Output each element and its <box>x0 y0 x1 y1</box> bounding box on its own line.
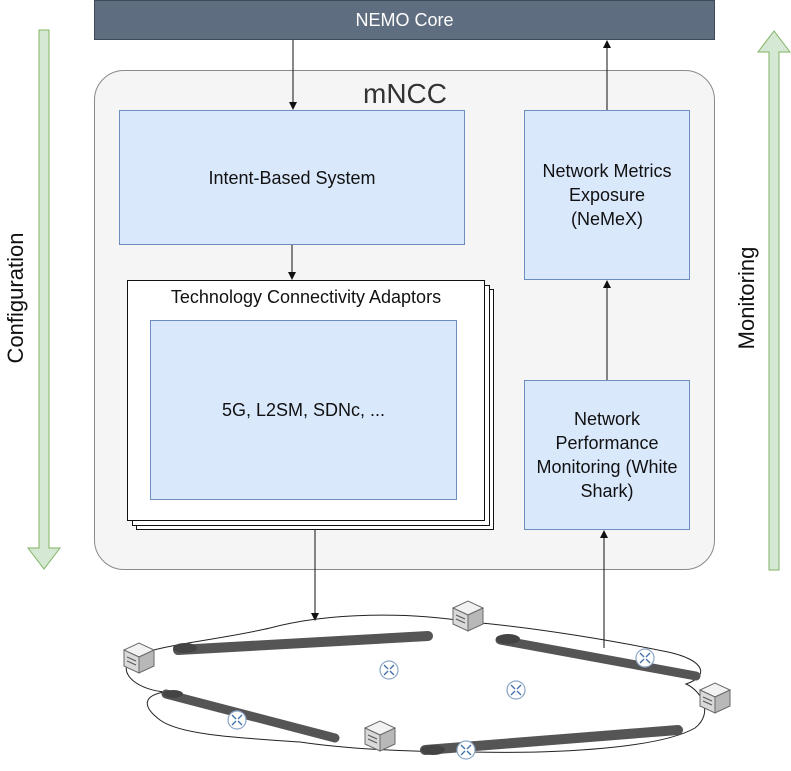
tca-inner-label: 5G, L2SM, SDNc, ... <box>221 400 386 420</box>
intent-based-system-label: Intent-Based System <box>208 167 376 188</box>
router-icon <box>456 740 476 760</box>
link-cap <box>163 690 183 698</box>
network-cloud <box>125 614 706 753</box>
server-icon <box>698 682 732 714</box>
router-icon <box>635 648 655 668</box>
router-icon <box>227 710 247 730</box>
nemo-core-bar: NEMO Core <box>94 0 715 40</box>
mncc-title: mNCC <box>363 78 447 109</box>
server-icon <box>122 642 156 674</box>
nemo-core-label: NEMO Core <box>355 9 454 30</box>
link-cap <box>173 643 197 653</box>
router-icon <box>379 660 399 680</box>
nemex-box: Network Metrics Exposure (NeMeX) <box>524 110 690 280</box>
link-cap <box>496 634 520 644</box>
network-links <box>161 631 701 755</box>
server-icon <box>451 600 485 632</box>
tca-title: Technology Connectivity Adaptors <box>170 287 442 307</box>
router-icon <box>506 680 526 700</box>
link-caps <box>163 634 520 755</box>
link-cap <box>421 745 445 755</box>
nemex-label: Network Metrics Exposure (NeMeX) <box>542 161 672 229</box>
monitoring-box: Network Performance Monitoring (White Sh… <box>524 380 690 530</box>
tca-inner-box: 5G, L2SM, SDNc, ... <box>150 320 457 500</box>
link-bottom-left <box>161 689 340 743</box>
configuration-arrow <box>26 29 62 570</box>
monitoring-label-text: Network Performance Monitoring (White Sh… <box>536 409 678 501</box>
server-icon <box>363 720 397 752</box>
intent-based-system-box: Intent-Based System <box>119 110 465 245</box>
link-top-left <box>173 631 433 655</box>
link-top-right <box>495 635 701 681</box>
monitoring-arrow <box>756 30 791 571</box>
